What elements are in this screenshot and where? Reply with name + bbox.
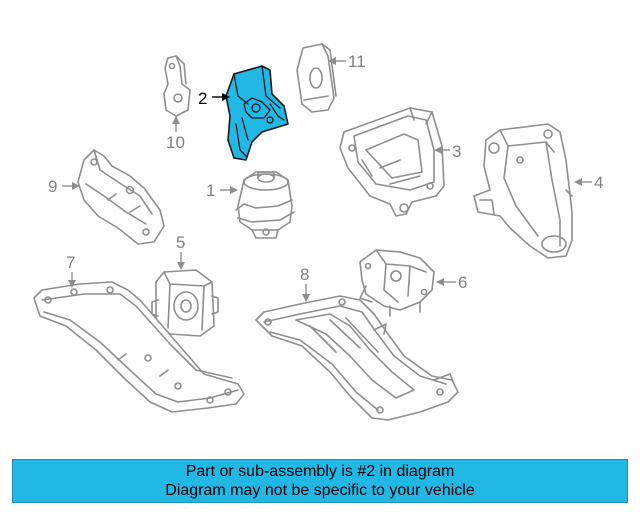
banner-line-1: Part or sub-assembly is #2 in diagram xyxy=(185,463,455,480)
callout-9: 9 xyxy=(48,177,80,196)
callout-11-number: 11 xyxy=(348,52,366,71)
part-5-transmission-mount[interactable] xyxy=(151,269,219,337)
banner-line-2: Diagram may not be specific to your vehi… xyxy=(165,482,475,499)
callout-1: 1 xyxy=(206,181,238,200)
callout-2: 2 xyxy=(198,89,230,108)
part-7-crossmember[interactable] xyxy=(33,281,245,413)
part-1-engine-mount[interactable] xyxy=(235,171,295,239)
parts-diagram: 1 2 3 4 5 6 7 8 9 10 xyxy=(33,43,603,421)
callout-3: 3 xyxy=(434,142,461,161)
part-8-crossmember[interactable] xyxy=(255,295,459,421)
callout-9-number: 9 xyxy=(48,177,57,196)
callout-11: 11 xyxy=(328,52,366,71)
callout-2-number: 2 xyxy=(198,89,207,108)
callout-3-number: 3 xyxy=(452,142,461,161)
callout-10: 10 xyxy=(166,116,185,152)
part-3-transmission-bracket[interactable] xyxy=(339,107,445,217)
callout-1-number: 1 xyxy=(206,181,215,200)
callout-8: 8 xyxy=(300,265,310,302)
callout-6-number: 6 xyxy=(458,273,467,292)
callout-5-number: 5 xyxy=(176,233,185,252)
part-2-engine-mount-bracket[interactable] xyxy=(225,65,289,161)
callout-10-number: 10 xyxy=(166,133,185,152)
callout-7-number: 7 xyxy=(66,253,75,272)
part-10-bracket-plate[interactable] xyxy=(163,55,191,117)
part-9-mount-bracket[interactable] xyxy=(77,149,165,245)
callout-4: 4 xyxy=(574,173,603,192)
part-11-bracket[interactable] xyxy=(296,43,337,113)
callout-8-number: 8 xyxy=(300,265,309,284)
info-banner: Part or sub-assembly is #2 in diagram Di… xyxy=(12,459,628,503)
callout-7: 7 xyxy=(66,253,76,288)
callout-6: 6 xyxy=(436,273,467,292)
part-4-engine-bracket[interactable] xyxy=(473,123,573,259)
callout-5: 5 xyxy=(176,233,185,270)
callout-4-number: 4 xyxy=(594,173,603,192)
part-6-mount-bracket[interactable] xyxy=(359,249,435,317)
